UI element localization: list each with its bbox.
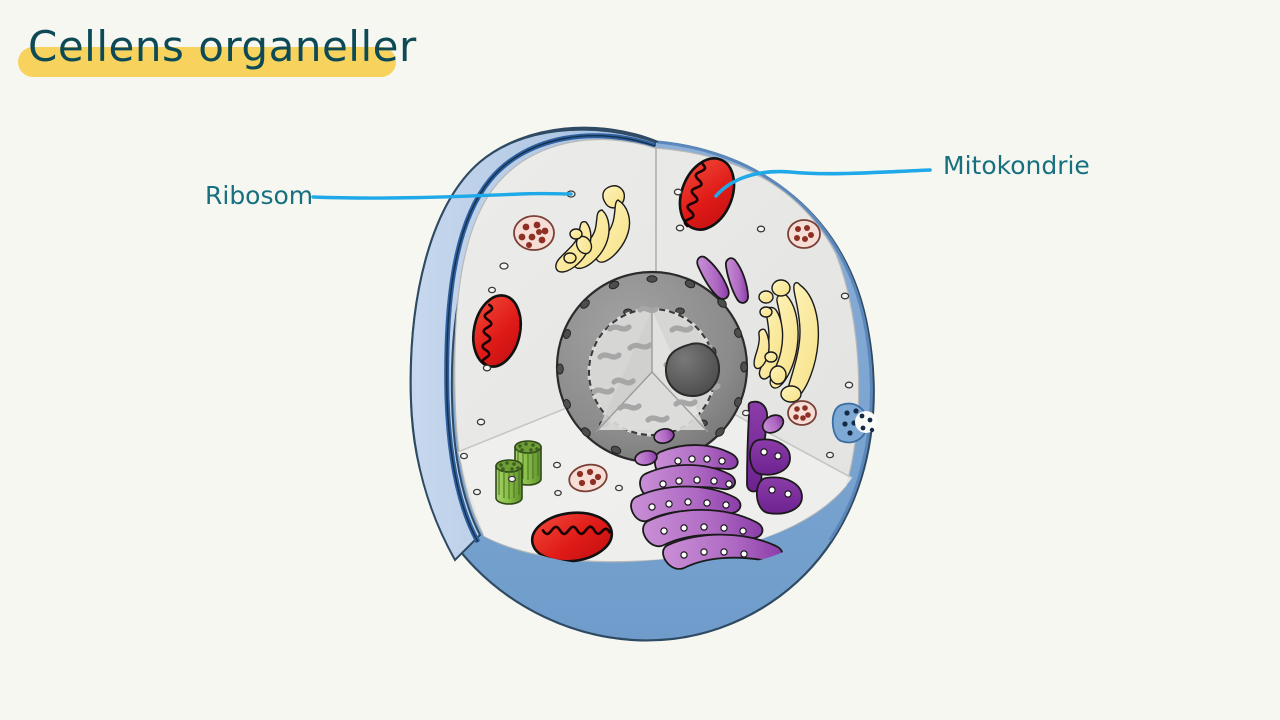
golgi-apparatus <box>630 400 803 570</box>
membrane-inner-line-stroke <box>446 135 656 543</box>
golgi-tubule-upper <box>696 255 749 304</box>
title-highlight-bar <box>18 47 396 77</box>
secretory-vesicle <box>831 402 877 444</box>
page-title: Cellens organeller <box>28 22 417 71</box>
callout-label-mitokondrie: Mitokondrie <box>943 151 1090 180</box>
lysosome-bottom-right <box>787 400 817 426</box>
ribosome-group-free <box>459 188 854 497</box>
smooth-endoplasmic-reticulum-left <box>555 185 631 273</box>
vesicle-released-dots <box>859 413 875 433</box>
lysosome-upper-left <box>513 215 555 251</box>
lysosome-bottom-left <box>568 463 608 493</box>
nucleolus <box>664 342 721 398</box>
callout-label-ribosom: Ribosom <box>205 181 314 210</box>
membrane-right-arc <box>657 140 873 541</box>
lysosome-upper-right <box>787 219 821 249</box>
ribosome-group-on-er <box>648 448 792 559</box>
mitochondrion-bottom <box>530 511 614 563</box>
nucleus <box>555 270 749 464</box>
callout-line-mitokondrie <box>714 168 932 198</box>
centriole-front <box>495 459 523 505</box>
callout-line-ribosom <box>311 191 573 200</box>
smooth-endoplasmic-reticulum-right <box>753 279 820 403</box>
mitochondrion-upper-right <box>678 157 736 231</box>
centriole-pair <box>495 440 542 505</box>
